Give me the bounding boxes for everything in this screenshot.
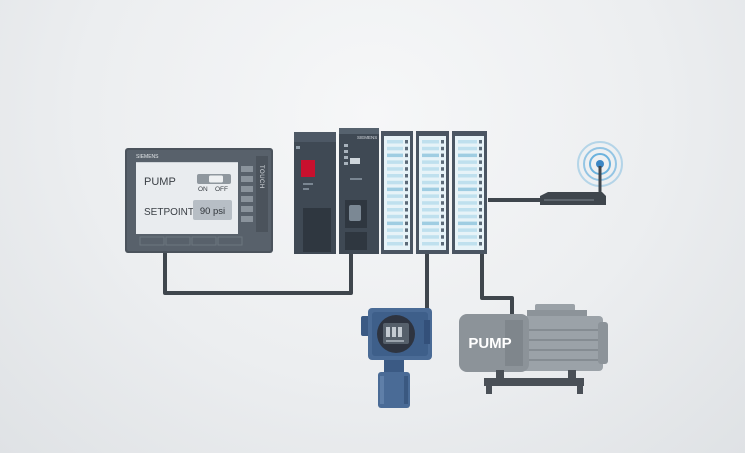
hmi-side-button[interactable] — [241, 166, 253, 172]
setpoint-value-box[interactable] — [193, 200, 232, 220]
plc-cpu: SIEMENS — [339, 128, 379, 254]
io-module — [416, 131, 449, 254]
toggle-off-label: OFF — [215, 186, 228, 193]
io-module — [452, 131, 487, 254]
hmi-side-label: TOUCH — [258, 165, 264, 189]
io-modules — [381, 131, 487, 254]
hmi-soft-key[interactable] — [217, 236, 243, 246]
hmi-brand: SIEMENS — [136, 154, 159, 160]
cables — [163, 198, 540, 316]
router-antenna — [598, 166, 602, 194]
setpoint-value: 90 psi — [200, 206, 225, 217]
pressure-transmitter — [361, 308, 432, 408]
hmi-soft-key[interactable] — [165, 236, 191, 246]
plc-brand: SIEMENS — [357, 135, 377, 140]
plc-rack: SIEMENS — [294, 128, 487, 254]
hmi-side-buttons — [241, 166, 253, 222]
port-connector — [349, 205, 361, 221]
hmi-side-button[interactable] — [241, 186, 253, 192]
plc-power-supply — [294, 132, 336, 254]
pump: PUMP — [459, 304, 608, 394]
hmi-setpoint-label: SETPOINT — [144, 207, 194, 218]
hmi-soft-key[interactable] — [139, 236, 165, 246]
wireless-router — [540, 141, 623, 205]
pump-label: PUMP — [468, 335, 511, 352]
io-module — [381, 131, 413, 254]
hmi-panel: TOUCH SIEMENS PUMP ON OFF SETPOINT 90 ps… — [125, 148, 273, 253]
hmi-soft-key[interactable] — [191, 236, 217, 246]
hmi-side-button[interactable] — [241, 206, 253, 212]
cable-hmi-to-plc — [163, 250, 353, 295]
pump-motor — [520, 316, 603, 371]
hmi-bottom-keys — [139, 236, 243, 246]
hmi-side-bezel — [256, 156, 268, 232]
hmi-side-button[interactable] — [241, 196, 253, 202]
pump-toggle-knob — [209, 175, 223, 183]
cable-plc-to-pump — [480, 252, 514, 316]
hmi-side-button[interactable] — [241, 176, 253, 182]
status-indicator — [301, 160, 315, 177]
pump-base — [484, 378, 584, 386]
hmi-side-button[interactable] — [241, 216, 253, 222]
hmi-screen — [136, 162, 238, 234]
hmi-pump-label: PUMP — [144, 176, 176, 188]
router-body — [540, 192, 606, 205]
toggle-on-label: ON — [198, 186, 208, 193]
